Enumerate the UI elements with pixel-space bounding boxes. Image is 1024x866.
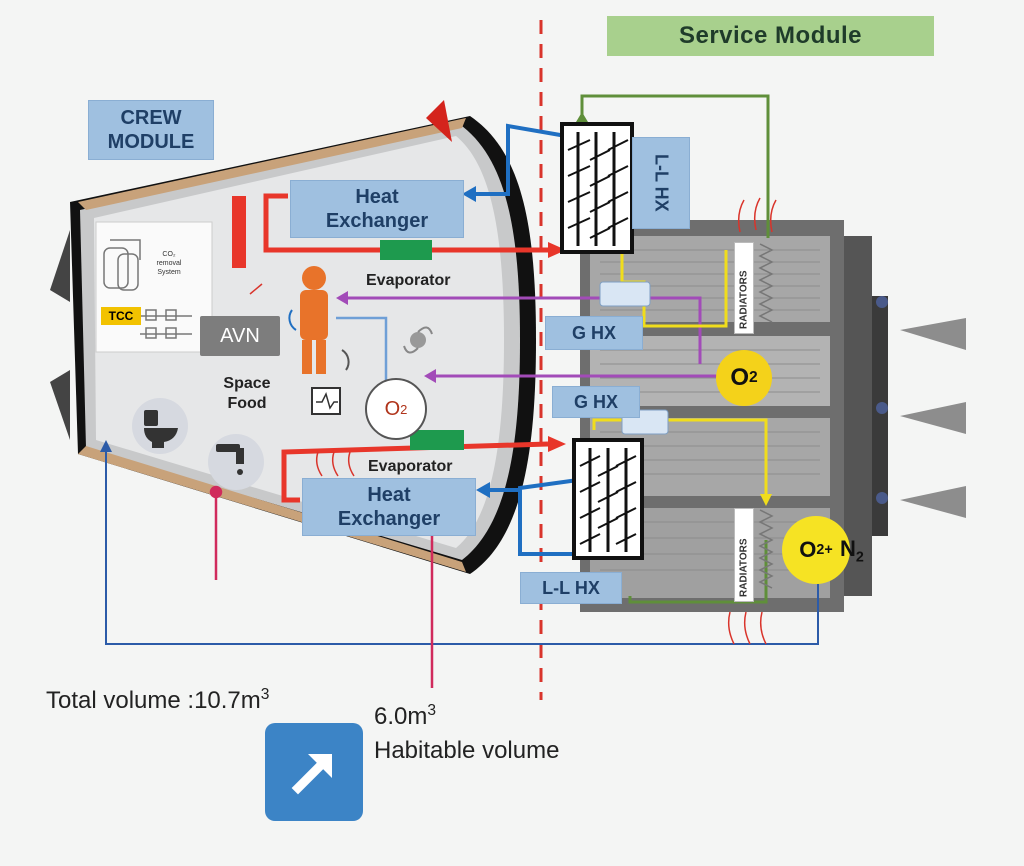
evaporator-upper-label: Evaporator [366,272,451,289]
l-l-hx-upper-block [560,122,634,254]
evaporator-lower [410,430,464,450]
service-module-title: Service Module [607,16,934,56]
heat-exchanger-lower-line2: Exchanger [337,508,441,530]
tcc-text: TCC [108,309,134,323]
heat-loop-arrowheads [548,242,566,452]
o2-cabin-letter: O [384,397,401,420]
g-hx-upper-text: G HX [571,322,616,343]
space-food-line2: Food [227,395,267,412]
service-loop [580,94,770,604]
space-food-line1: Space [223,375,271,392]
o2-supply-line [344,296,718,378]
habitable-volume-number: 6.0m [374,703,428,730]
arrow-up-right-icon [291,754,332,795]
g-hx-lower-label: G HX [552,386,640,418]
habitable-volume-value: 6.0m3 [374,694,559,734]
bottom-return-line [105,446,819,645]
toilet-icon [144,410,178,448]
co2-removal-line3: System [157,269,181,276]
o2n2-sub1: 2+ [816,542,833,558]
o2-service-sub: 2 [748,369,758,386]
radiator-upper-text: RADIATORS [738,270,750,329]
coolant-arrowheads [462,186,490,498]
crew-module-label-line2: MODULE [107,131,195,153]
o2n2-n-group: N2 [840,536,864,565]
total-volume-text: Total volume :10.7m [46,687,261,714]
tcc-label: TCC [101,307,141,325]
habitable-volume-sup: 3 [427,702,437,719]
l-l-hx-upper-label: L-L HX [632,137,690,229]
heat-emission-marks [249,197,777,645]
g-hx-upper-label: G HX [545,316,643,350]
heat-exchanger-upper-line1: Heat [355,186,399,208]
radiator-lower-text: RADIATORS [738,538,750,597]
o2-line-arrows [336,291,436,383]
l-l-hx-lower-block [572,438,644,560]
o2n2-o-letter: O [799,537,817,562]
avionics-label: AVN [220,324,260,347]
l-l-hx-lower-text: L-L HX [542,577,600,598]
o2n2-n-letter: N [840,536,856,561]
g-hx-unit-upper [599,281,651,307]
space-food-label: Space Food [212,374,282,414]
avionics-box: AVN [200,316,280,356]
co2-removal-label: CO₂ removal System [144,250,194,277]
gas-loop-arrow [760,494,772,506]
health-monitor-icon [311,387,341,415]
total-volume-sup: 3 [260,686,270,703]
co2-removal-line2: removal [156,260,182,267]
service-module-title-text: Service Module [678,22,863,49]
l-l-hx-upper-text: L-L HX [651,154,672,212]
expand-button[interactable] [265,723,363,821]
evaporator-lower-label: Evaporator [368,458,453,475]
g-hx-lower-text: G HX [573,391,618,412]
heat-exchanger-upper-line2: Exchanger [325,210,429,232]
o2n2-sub2: 2 [855,549,864,566]
co2-removal-panel [95,221,213,353]
crew-module-label-line1: CREW [120,107,182,129]
co2-removal-line1: CO₂ [162,251,176,258]
heater-element [232,196,246,268]
radiator-lower: RADIATORS [734,508,754,602]
radiator-upper: RADIATORS [734,242,754,334]
fan-icon [403,326,433,354]
evaporator-upper [380,240,432,260]
total-volume-label: Total volume :10.7m3 [46,686,269,715]
astronaut-figure [288,266,350,374]
heat-exchanger-lower-line1: Heat [367,484,411,506]
o2-service-letter: O [730,364,749,391]
heat-exchanger-lower: Heat Exchanger [302,478,476,536]
tap-icon [216,444,244,475]
l-l-hx-lower-label: L-L HX [520,572,622,604]
thruster-nozzles [900,318,966,518]
crew-module-label: CREW MODULE [88,100,214,160]
o2-cabin-sub: 2 [400,401,408,417]
service-loop-arrow [576,112,588,122]
bottom-return-arrow [100,440,112,452]
habitable-volume-text: Habitable volume [374,737,560,764]
radiator-fins [758,243,774,589]
habitable-volume-label: 6.0m3 Habitable volume [374,694,559,768]
heat-exchanger-upper: Heat Exchanger [290,180,464,238]
co2-removal-piping [103,239,192,339]
o2-feed-line [336,316,388,386]
